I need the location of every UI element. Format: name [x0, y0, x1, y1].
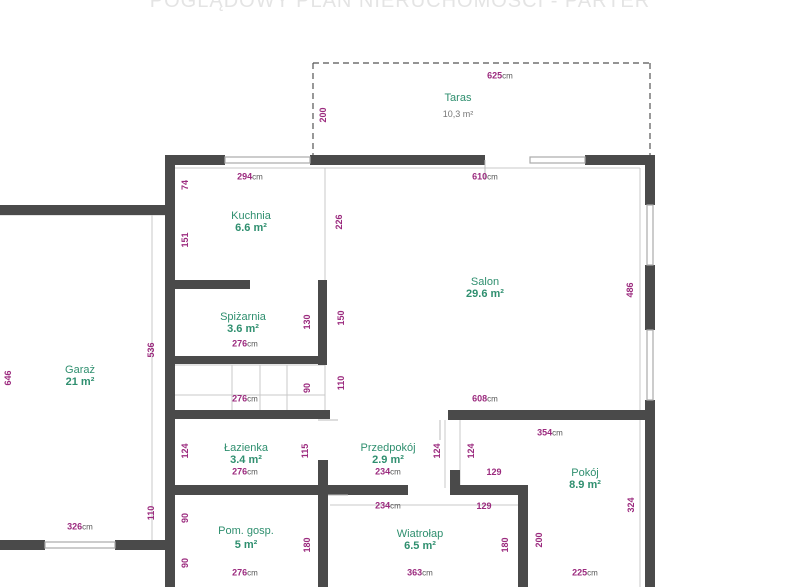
room-name-spizarnia: Spiżarnia [220, 311, 266, 323]
room-name-pokoj: Pokój [571, 467, 599, 479]
room-name-taras: Taras [444, 92, 472, 104]
dim-salon-bottom: 608cm [472, 393, 498, 404]
room-name-garaz: Garaż [65, 364, 95, 376]
room-name-pom-gosp: Pom. gosp. [218, 525, 274, 537]
dim-garage-width: 326cm [67, 521, 93, 532]
room-area-wiatrolap: 6.5 m² [404, 540, 436, 552]
dim-salon-height: 486 [625, 282, 635, 298]
dim-pantry-h: 130 [302, 314, 312, 330]
room-area-taras: 10,3 m² [442, 109, 474, 119]
dim-terrace-width: 625cm [487, 70, 513, 81]
dim-utility-w: 276cm [232, 567, 258, 578]
dim-utility-h2: 90 [180, 512, 190, 524]
room-name-przedpokoj: Przedpokój [360, 442, 416, 454]
dim-utility-h3: 90 [180, 557, 190, 569]
dim-pantry-w: 276cm [232, 338, 258, 349]
room-area-pokoj: 8.9 m² [569, 479, 601, 491]
dim-bath-h: 124 [180, 443, 190, 459]
dim-kitchen-h1: 74 [180, 179, 190, 191]
room-name-lazienka: Łazienka [223, 442, 269, 454]
terrace-outline [312, 62, 651, 160]
dim-hall-h: 124 [432, 443, 442, 459]
dim-bath-h2: 115 [300, 443, 310, 459]
room-name-kuchnia: Kuchnia [231, 210, 271, 222]
windows [44, 156, 654, 549]
dim-utility-right: 180 [302, 537, 312, 553]
dim-utility-h1: 110 [146, 505, 156, 521]
room-name-wiatrolap: Wiatrołap [396, 528, 444, 540]
room-area-pom-gosp: 5 m² [234, 539, 258, 551]
room-area-lazienka: 3.4 m² [230, 454, 262, 466]
room-area-garaz: 21 m² [65, 376, 95, 388]
dim-kitchen-h2: 151 [180, 232, 190, 248]
dim-salon-left: 150 [336, 310, 346, 326]
room-area-przedpokoj: 2.9 m² [372, 454, 404, 466]
dim-stair-h1: 90 [302, 382, 312, 394]
dim-kitchen-width: 294cm [237, 171, 263, 182]
dim-room-height: 324 [626, 497, 636, 513]
dim-vest-h: 180 [500, 537, 510, 553]
room-area-salon: 29.6 m² [466, 288, 504, 300]
walls [0, 155, 655, 587]
room-area-kuchnia: 6.6 m² [235, 222, 267, 234]
dim-room-width: 354cm [537, 427, 563, 438]
dim-terrace-depth: 200 [318, 107, 328, 123]
dim-garage-height: 646 [3, 370, 13, 386]
plan-title: POGLĄDOWY PLAN NIERUCHOMOŚCI - PARTER [149, 0, 651, 12]
dim-room-bottom: 225cm [572, 567, 598, 578]
dim-room-note: 129 [486, 467, 502, 477]
dim-stair-h2: 110 [336, 375, 346, 391]
dim-vest-w3: 363cm [407, 567, 433, 578]
room-name-salon: Salon [470, 276, 500, 288]
dim-stair-w: 276cm [232, 393, 258, 404]
dim-kitchen-right: 226 [334, 214, 344, 230]
dim-room-note2: 124 [466, 443, 476, 459]
dim-vest-w2: 129 [476, 501, 492, 511]
dim-bath-w: 276cm [232, 466, 258, 477]
dim-garage-inner: 536 [146, 342, 156, 358]
door-arcs [318, 160, 486, 496]
dim-vest-w1: 234cm [375, 500, 401, 511]
dim-hall-w: 234cm [375, 466, 401, 477]
room-area-spizarnia: 3.6 m² [227, 323, 259, 335]
dim-room-left: 200 [534, 532, 544, 548]
dim-salon-width-top: 610cm [472, 171, 498, 182]
